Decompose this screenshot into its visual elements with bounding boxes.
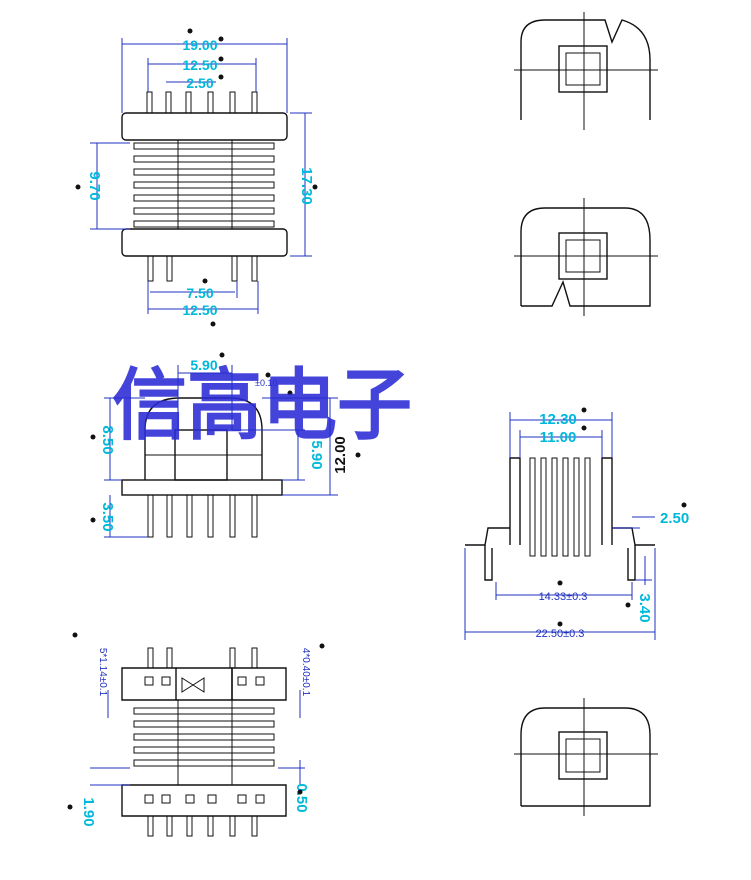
- dim-gap: 0.50: [293, 783, 310, 812]
- dim-flange-offset: 1.90: [80, 797, 97, 826]
- front-view: 19.00 12.50 2.50 17.30 9.70 7.50 12.50: [75, 28, 318, 327]
- end-view: 12.30 11.00 2.50 14.33±0.3 22.50±0.3 3.4…: [464, 407, 689, 640]
- dim-bottom-span: 12.50: [182, 302, 217, 318]
- dim-pin-span: 12.50: [182, 57, 217, 73]
- dim-outer-width: 12.30: [539, 411, 577, 428]
- side-view: 5.90 ±0.10 8.50 3.50 5.90 12.00: [90, 352, 361, 538]
- dim-tolerance-note: ±0.10: [255, 378, 277, 388]
- dim-overall-height: 12.00: [332, 436, 349, 474]
- dim-winding-height: 9.70: [86, 171, 103, 200]
- dim-height: 17.30: [298, 167, 315, 205]
- dim-pin-row-span: 14.33±0.3: [539, 591, 588, 603]
- profile-view-3: [514, 698, 658, 816]
- dim-pin-length-end: 3.40: [636, 593, 653, 622]
- dim-inner-width: 11.00: [540, 429, 577, 446]
- dim-pin-pitch: 2.50: [186, 75, 213, 91]
- profile-view-1: [514, 12, 658, 130]
- dim-window-width: 5.90: [190, 357, 217, 373]
- dim-window-height: 5.90: [308, 440, 325, 469]
- dim-overall-width: 19.00: [182, 37, 217, 53]
- dim-pin-note: 4*0.40±0.1: [300, 648, 311, 697]
- dim-upper-height: 8.50: [99, 425, 116, 454]
- dim-pin-length-side: 3.50: [99, 502, 116, 531]
- dim-flange-thickness: 2.50: [660, 510, 689, 527]
- profile-view-2: [514, 198, 658, 316]
- dim-overall-span: 22.50±0.3: [536, 628, 585, 640]
- watermark-text: 信高电子: [112, 360, 412, 451]
- bottom-view: 5*1.14±0.1 4*0.40±0.1 1.90 0.50: [67, 632, 325, 837]
- dim-slot-note: 5*1.14±0.1: [97, 648, 108, 697]
- dim-bottom-inner: 7.50: [186, 285, 213, 301]
